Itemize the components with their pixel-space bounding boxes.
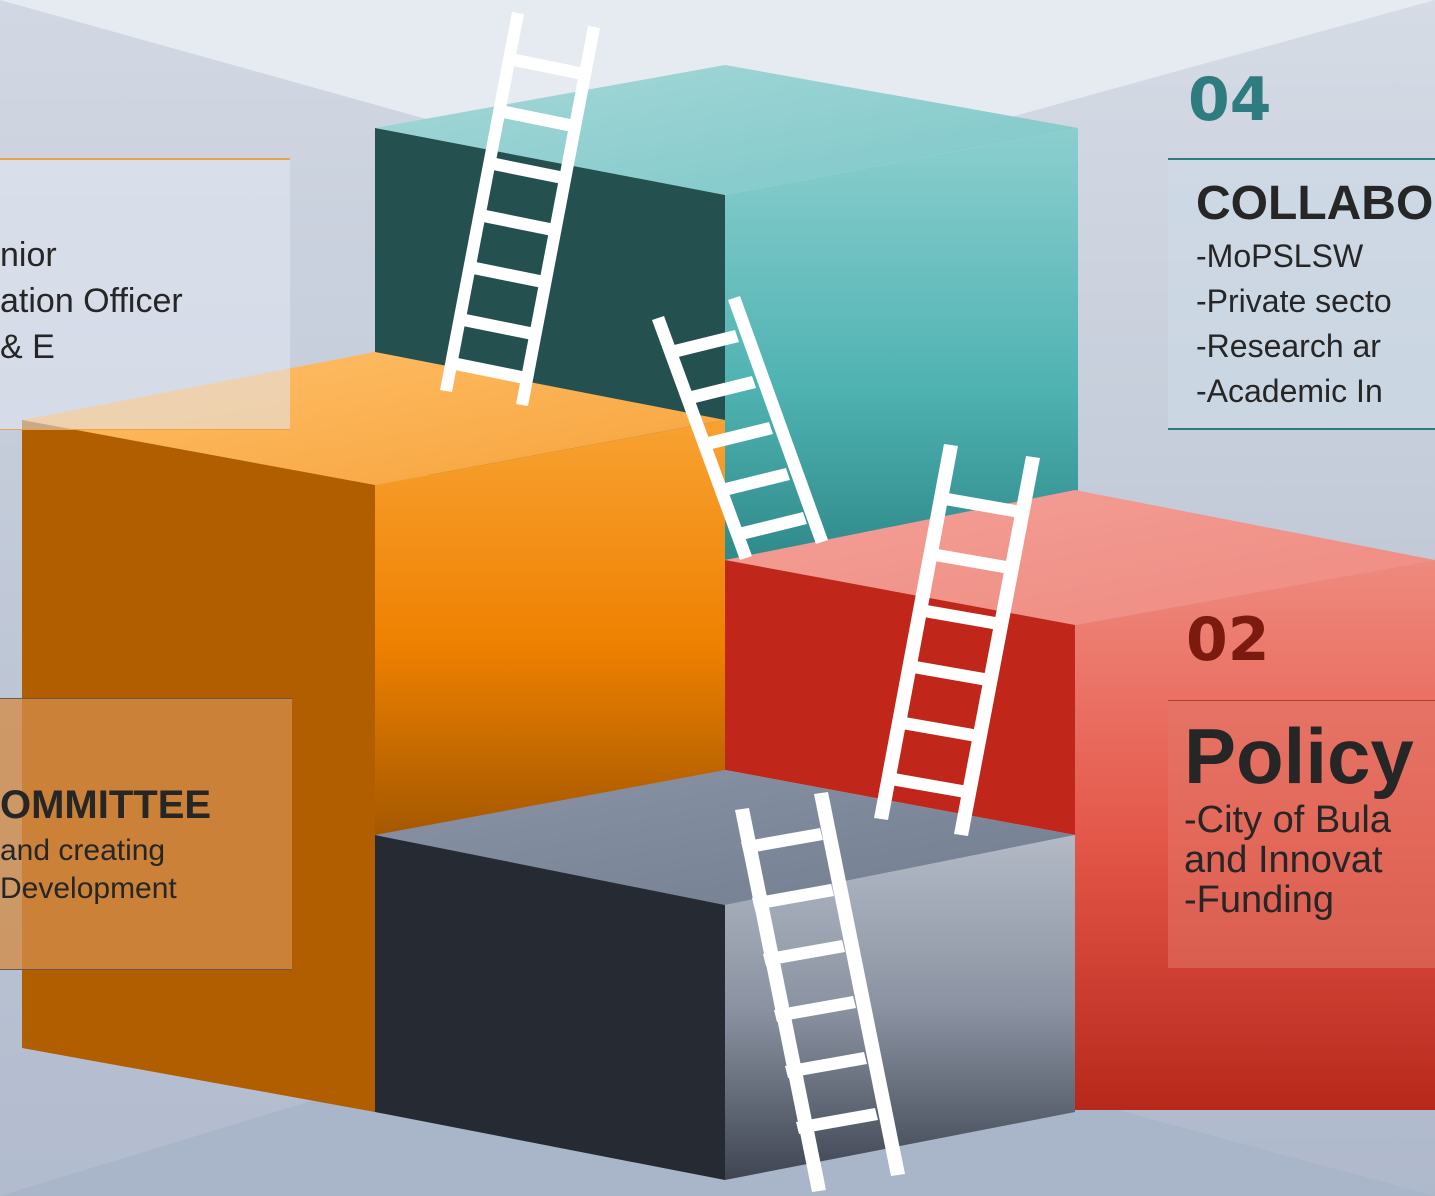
step-04-line-1: -MoPSLSW: [1196, 238, 1364, 274]
step-02-line-1: -City of Bula: [1184, 799, 1391, 841]
panel-step-04: [1168, 158, 1435, 430]
block-slate-front: [725, 835, 1075, 1180]
step-04-line-4: -Academic In: [1196, 373, 1383, 409]
step-04-heading: COLLABO: [1196, 177, 1434, 230]
block-slate: [375, 770, 1075, 1180]
step-04-line-3: -Research ar: [1196, 328, 1381, 364]
panel-step-02: [1168, 700, 1435, 968]
ladder-bottom: [735, 792, 905, 1192]
left-bottom-line-2: Development: [0, 872, 177, 905]
panel-left-top: [0, 158, 290, 430]
step-02-heading: Policy: [1184, 712, 1414, 800]
left-top-line-1: nior: [0, 236, 57, 274]
left-bottom-heading: OMMITTEE: [0, 783, 212, 827]
step-02-line-3: -Funding: [1184, 879, 1334, 921]
ladder-top: [440, 12, 600, 406]
block-teal-front: [725, 128, 1078, 560]
block-teal-top: [375, 65, 1078, 195]
ladder-middle: [652, 296, 828, 560]
left-top-line-2: ation Officer: [0, 282, 183, 320]
step-02-line-2: and Innovat: [1184, 839, 1383, 881]
block-slate-side: [375, 835, 725, 1180]
step-02-number: 02: [1186, 605, 1270, 675]
panel-left-bottom: [0, 698, 292, 970]
block-red-top: [725, 490, 1435, 625]
ladder-right: [874, 444, 1040, 836]
step-04-line-2: -Private secto: [1196, 283, 1392, 319]
left-bottom-line-1: and creating: [0, 834, 166, 867]
ceiling-plane: [0, 0, 1435, 120]
step-04-number: 04: [1188, 65, 1272, 135]
left-top-line-3: & E: [0, 328, 55, 366]
block-orange-front: [375, 420, 725, 835]
block-orange-top: [22, 352, 725, 485]
block-slate-top: [375, 770, 1075, 905]
